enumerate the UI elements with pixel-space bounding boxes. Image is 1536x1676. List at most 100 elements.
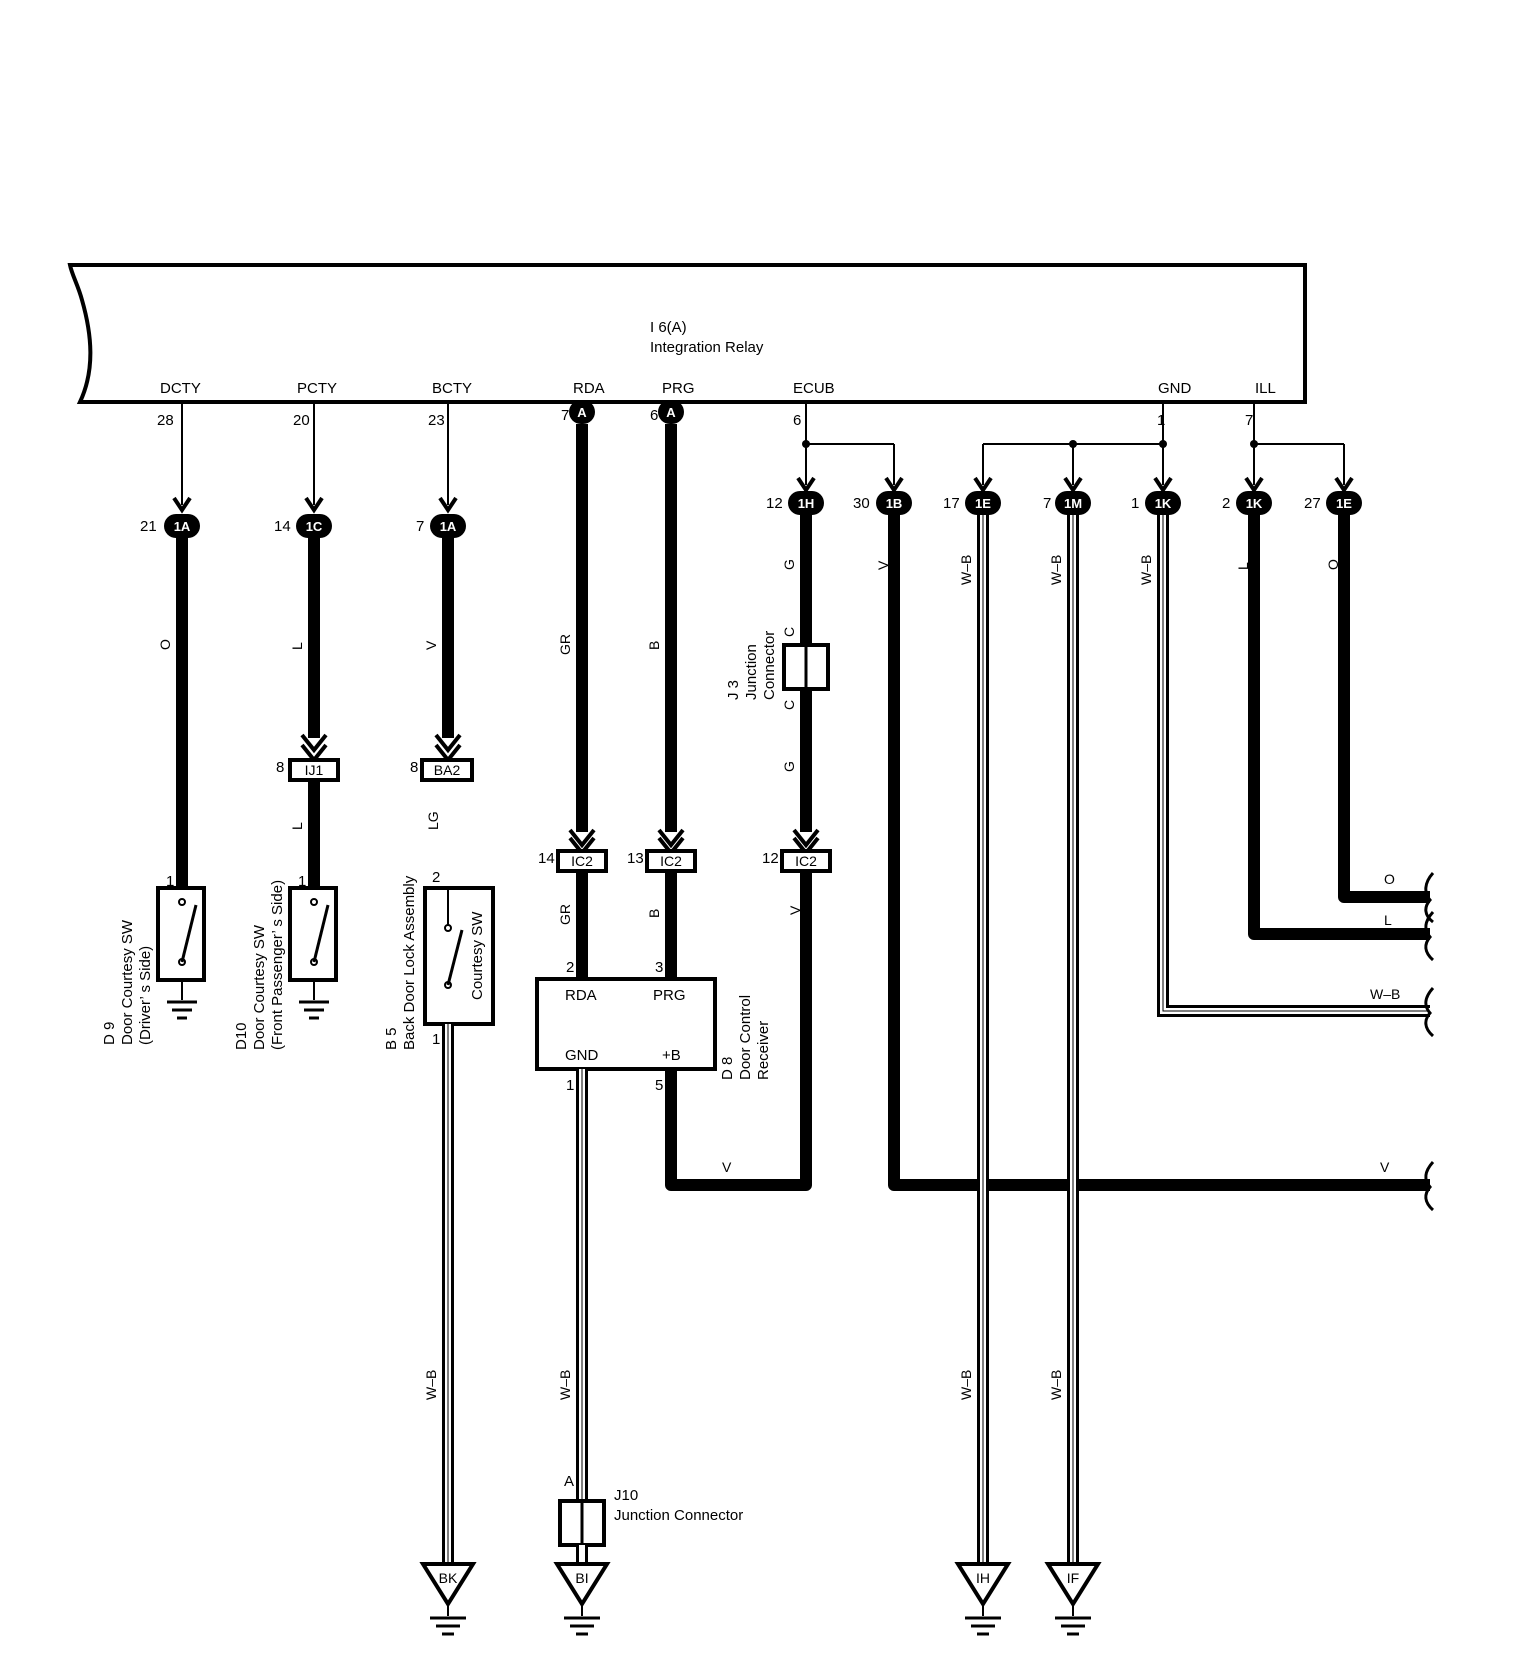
ground-if-label: IF xyxy=(1067,1570,1079,1586)
wire-color-wb: W–B xyxy=(423,1370,439,1400)
wire-color-l: L xyxy=(1235,562,1251,570)
d9-name: Door Courtesy SW xyxy=(119,919,136,1045)
d8-pin-b: 5 xyxy=(655,1077,663,1094)
j10-name: Junction Connector xyxy=(614,1507,743,1524)
connector-code: IC2 xyxy=(660,853,682,869)
conn-pin-gnd2: 7 xyxy=(1043,495,1051,512)
conn-pin-dcty: 21 xyxy=(140,518,157,535)
wire-1m-wb xyxy=(1067,515,1079,1564)
switch-contact xyxy=(178,898,186,906)
arrow-icon xyxy=(1153,476,1173,494)
connector-ba2 xyxy=(420,758,474,782)
conn-pin-ecub2: 30 xyxy=(853,495,870,512)
ij1-pin: 8 xyxy=(276,759,284,776)
ground-icon xyxy=(1055,1616,1091,1636)
ic2-ecub-pin: 12 xyxy=(762,850,779,867)
conn-pin-ecub1: 12 xyxy=(766,495,783,512)
ground-icon xyxy=(167,1000,197,1020)
d8-prg-label: PRG xyxy=(653,987,686,1004)
conn-pin-ill1: 2 xyxy=(1222,495,1230,512)
wire-ecub-g xyxy=(800,515,812,645)
b5-name: Back Door Lock Assembly xyxy=(401,875,418,1050)
pin-pcty: 20 xyxy=(293,412,310,429)
arrow-icon xyxy=(884,476,904,494)
connector-1a-dcty xyxy=(164,514,200,538)
ground-bi-label: BI xyxy=(575,1570,588,1586)
ground-icon xyxy=(430,1616,466,1636)
d9-pin: 1 xyxy=(166,873,174,890)
d8-rda-label: RDA xyxy=(565,987,597,1004)
break-icon xyxy=(1424,910,1435,962)
wire-color-wb: W–B xyxy=(958,555,974,585)
connector-code: 1K xyxy=(1155,496,1172,511)
arrow-icon xyxy=(1063,476,1083,494)
j3-name1: Junction xyxy=(743,644,760,700)
d10-id: D10 xyxy=(233,1022,250,1050)
pin-prg: 6 xyxy=(650,407,658,424)
arrow-icon xyxy=(438,496,458,514)
d10-side: (Front Passenger’ s Side) xyxy=(269,880,286,1050)
wire-ecub-g-2 xyxy=(800,689,812,832)
ground-bk-label: BK xyxy=(439,1570,458,1586)
b5-pin-bottom: 1 xyxy=(432,1031,440,1048)
wire-1b-v xyxy=(888,515,1430,1191)
wire-b5-wb xyxy=(442,1024,454,1564)
arrow-icon xyxy=(300,733,328,764)
wire-j10-wb xyxy=(576,1545,588,1564)
wire-color-lg: LG xyxy=(425,811,441,830)
connector-code: 1A xyxy=(440,519,457,534)
wire-bcty-thick xyxy=(442,538,454,738)
wire-ill-l xyxy=(1248,515,1430,940)
wire-color-wb: W–B xyxy=(1048,555,1064,585)
wire-prg-thick-2 xyxy=(665,871,677,979)
d8-pin-prg: 3 xyxy=(655,959,663,976)
connector-code: IC2 xyxy=(795,853,817,869)
wire-v-to-d8 xyxy=(665,871,812,1191)
connector-1a-bcty xyxy=(430,514,466,538)
wire-ill-o xyxy=(1338,515,1430,903)
j10-pin: A xyxy=(564,1473,574,1490)
pin-bcty: 23 xyxy=(428,412,445,429)
ground-icon xyxy=(965,1616,1001,1636)
ground-bk-triangle xyxy=(419,1562,477,1608)
j10-id: J10 xyxy=(614,1487,638,1504)
connector-1e-ill xyxy=(1326,491,1362,515)
connector-1h xyxy=(788,491,824,515)
pin-gnd: 1 xyxy=(1157,412,1165,429)
connector-code: 1M xyxy=(1064,496,1082,511)
arrow-icon xyxy=(973,476,993,494)
pin-ecub: 6 xyxy=(793,412,801,429)
wire-color-v: V xyxy=(787,905,803,915)
wire-color-wb: W–B xyxy=(1048,1370,1064,1400)
d8-gnd-label: GND xyxy=(565,1047,599,1064)
terminal-rda: RDA xyxy=(573,380,605,397)
connector-code: BA2 xyxy=(434,762,461,778)
d8-id: D 8 xyxy=(719,1057,736,1080)
j3-name2: Connector xyxy=(761,631,778,700)
switch-contact xyxy=(310,898,318,906)
terminal-prg: PRG xyxy=(662,380,695,397)
ic2-rda-pin: 14 xyxy=(538,850,555,867)
pin-ill: 7 xyxy=(1245,412,1253,429)
connector-1b xyxy=(876,491,912,515)
connector-code: 1H xyxy=(798,496,815,511)
wire-color-v: V xyxy=(423,640,439,650)
ground-bi-triangle xyxy=(553,1562,611,1608)
wire-color-l: L xyxy=(1384,912,1392,928)
wire-dcty-thick xyxy=(176,538,188,888)
wire-pcty-thick xyxy=(308,538,320,738)
conn-pin-pcty: 14 xyxy=(274,518,291,535)
terminal-ill: ILL xyxy=(1255,380,1276,397)
connector-code: 1K xyxy=(1246,496,1263,511)
wire-1e-wb xyxy=(977,515,989,1564)
wire-color-wb: W–B xyxy=(958,1370,974,1400)
d10-pin: 1 xyxy=(298,873,306,890)
j3-id: J 3 xyxy=(725,680,742,700)
conn-pin-ill2: 27 xyxy=(1304,495,1321,512)
relay-conn-label: A xyxy=(666,405,676,420)
j3-pin-top: C xyxy=(781,627,797,637)
d8-box xyxy=(535,977,717,1071)
wire-color-v: V xyxy=(875,560,891,570)
wire-color-l: L xyxy=(289,822,305,830)
b5-sw-label: Courtesy SW xyxy=(469,911,486,1000)
